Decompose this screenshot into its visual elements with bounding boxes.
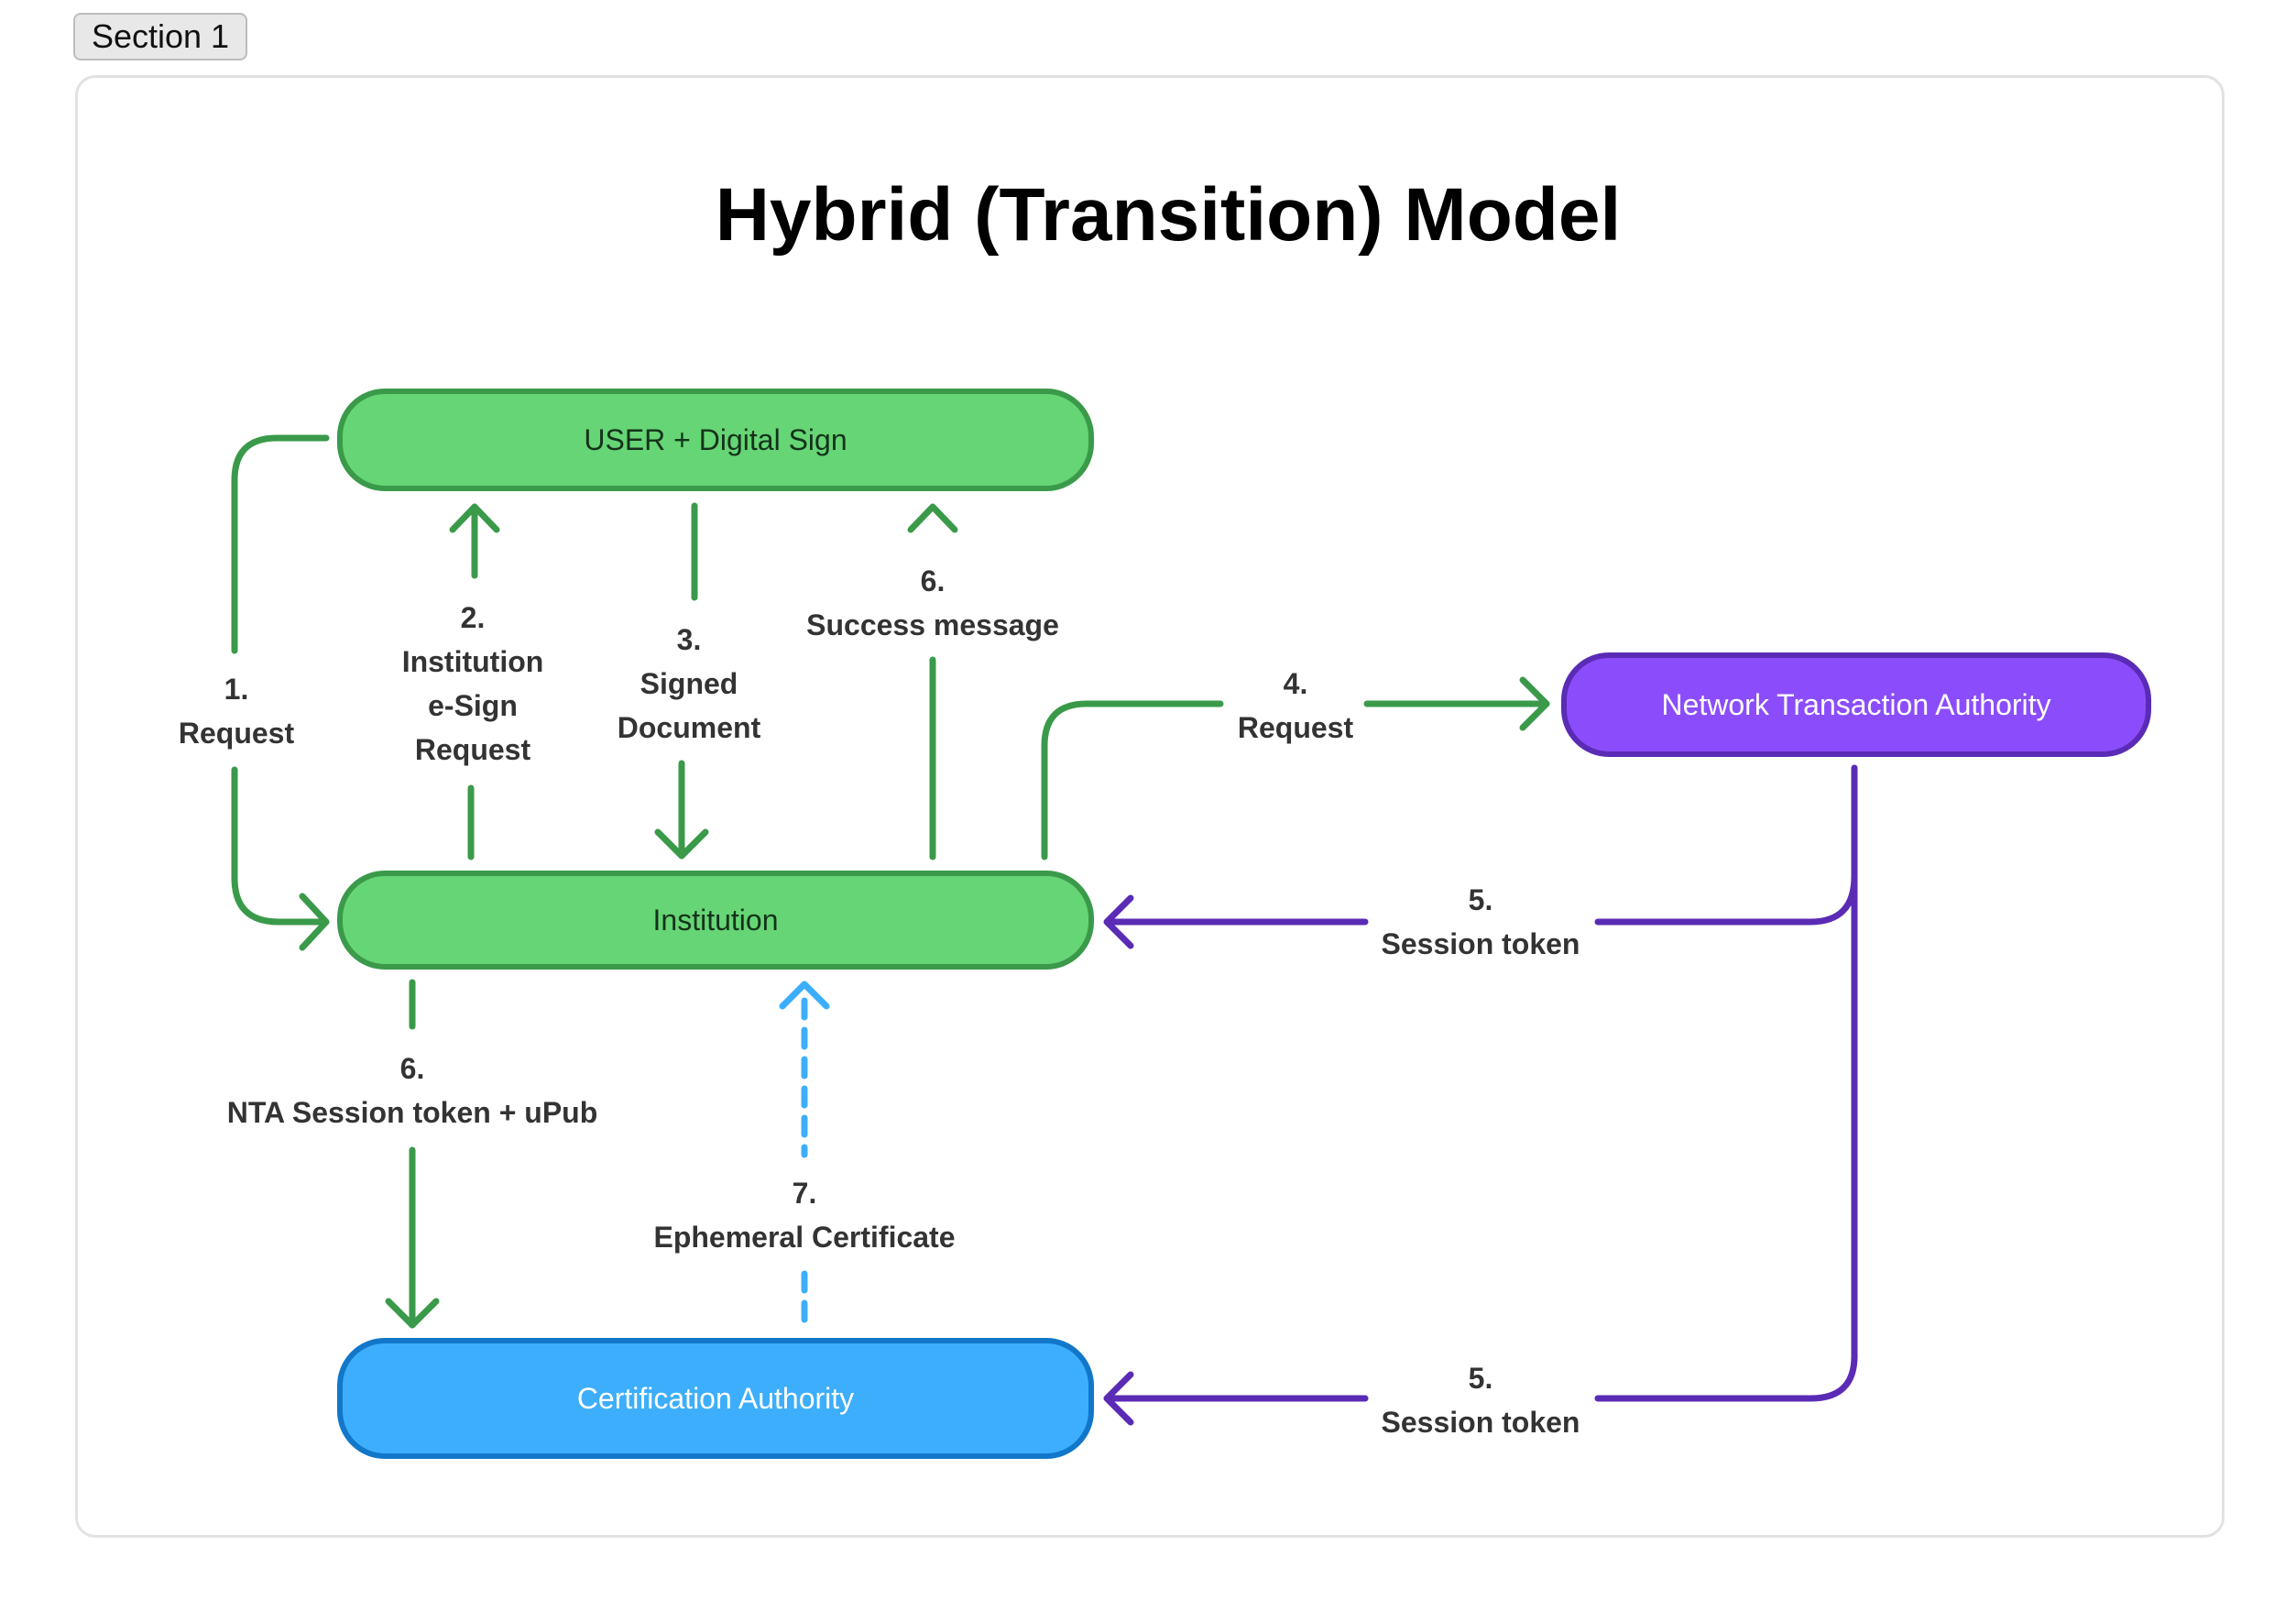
arrow-step5a-trunk xyxy=(1594,764,1858,1402)
label-step2-num: 2. xyxy=(460,601,486,634)
label-step3-line2: Document xyxy=(617,711,761,744)
node-institution[interactable]: Institution xyxy=(337,871,1094,970)
label-step2-line2: e-Sign xyxy=(428,689,518,722)
arrow-step4-head xyxy=(1519,676,1550,731)
label-step7-num: 7. xyxy=(792,1177,817,1210)
arrow-step5a-head xyxy=(1103,894,1134,949)
node-user-label: USER + Digital Sign xyxy=(584,422,847,456)
label-step2-line1: Institution xyxy=(401,645,544,678)
label-step7-text: Ephemeral Certificate xyxy=(653,1221,956,1254)
label-step4: 4. Request xyxy=(1238,662,1353,750)
arrow-step1-head xyxy=(299,893,330,951)
diagram-title: Hybrid (Transition) Model xyxy=(715,173,1622,257)
label-step6b-num: 6. xyxy=(399,1052,425,1085)
arrow-step7-head xyxy=(779,981,830,1010)
arrow-step6b-head xyxy=(385,1298,440,1329)
label-step6b-text: NTA Session token + uPub xyxy=(226,1096,598,1129)
label-step6a-num: 6. xyxy=(920,564,946,597)
section-frame xyxy=(75,75,2225,1538)
label-step1: 1. Request xyxy=(179,667,294,755)
arrow-step3-head xyxy=(654,828,709,860)
label-step2-line3: Request xyxy=(414,733,531,766)
label-step6b: 6. NTA Session token + uPub xyxy=(227,1047,598,1134)
section-tag[interactable]: Section 1 xyxy=(73,13,247,60)
label-step7: 7. Ephemeral Certificate xyxy=(653,1171,955,1259)
label-step5a-text: Session token xyxy=(1381,927,1580,960)
node-nta-label: Network Transaction Authority xyxy=(1661,687,2051,721)
label-step4-num: 4. xyxy=(1283,667,1308,700)
label-step5b-text: Session token xyxy=(1381,1406,1580,1439)
label-step6a: 6. Success message xyxy=(806,559,1059,647)
label-step4-text: Request xyxy=(1237,711,1354,744)
label-step3: 3. Signed Document xyxy=(618,618,760,750)
node-ca-label: Certification Authority xyxy=(576,1381,855,1415)
arrow-step1-request-bottom xyxy=(231,766,330,926)
label-step1-text: Request xyxy=(178,717,295,750)
arrow-step4-left xyxy=(1041,700,1224,860)
label-step5a-num: 5. xyxy=(1468,883,1493,916)
label-step5a: 5. Session token xyxy=(1382,878,1580,966)
arrow-step5a-branch xyxy=(1594,872,1858,926)
arrow-step2-head xyxy=(449,503,500,533)
label-step6a-text: Success message xyxy=(806,608,1059,641)
label-step5b-num: 5. xyxy=(1468,1362,1493,1395)
node-certification-authority[interactable]: Certification Authority xyxy=(337,1338,1094,1459)
node-user-digital-sign[interactable]: USER + Digital Sign xyxy=(337,389,1094,491)
label-step2: 2. Institution e-Sign Request xyxy=(402,596,544,772)
label-step5b: 5. Session token xyxy=(1382,1356,1580,1444)
label-step3-line1: Signed xyxy=(640,667,738,700)
label-step3-num: 3. xyxy=(676,623,702,656)
node-institution-label: Institution xyxy=(652,903,779,937)
arrow-step5b-head xyxy=(1103,1371,1134,1426)
arrow-step1-request xyxy=(231,434,330,654)
arrow-step6a-head xyxy=(907,503,958,533)
label-step1-num: 1. xyxy=(224,673,249,706)
node-network-transaction-authority[interactable]: Network Transaction Authority xyxy=(1561,652,2151,757)
